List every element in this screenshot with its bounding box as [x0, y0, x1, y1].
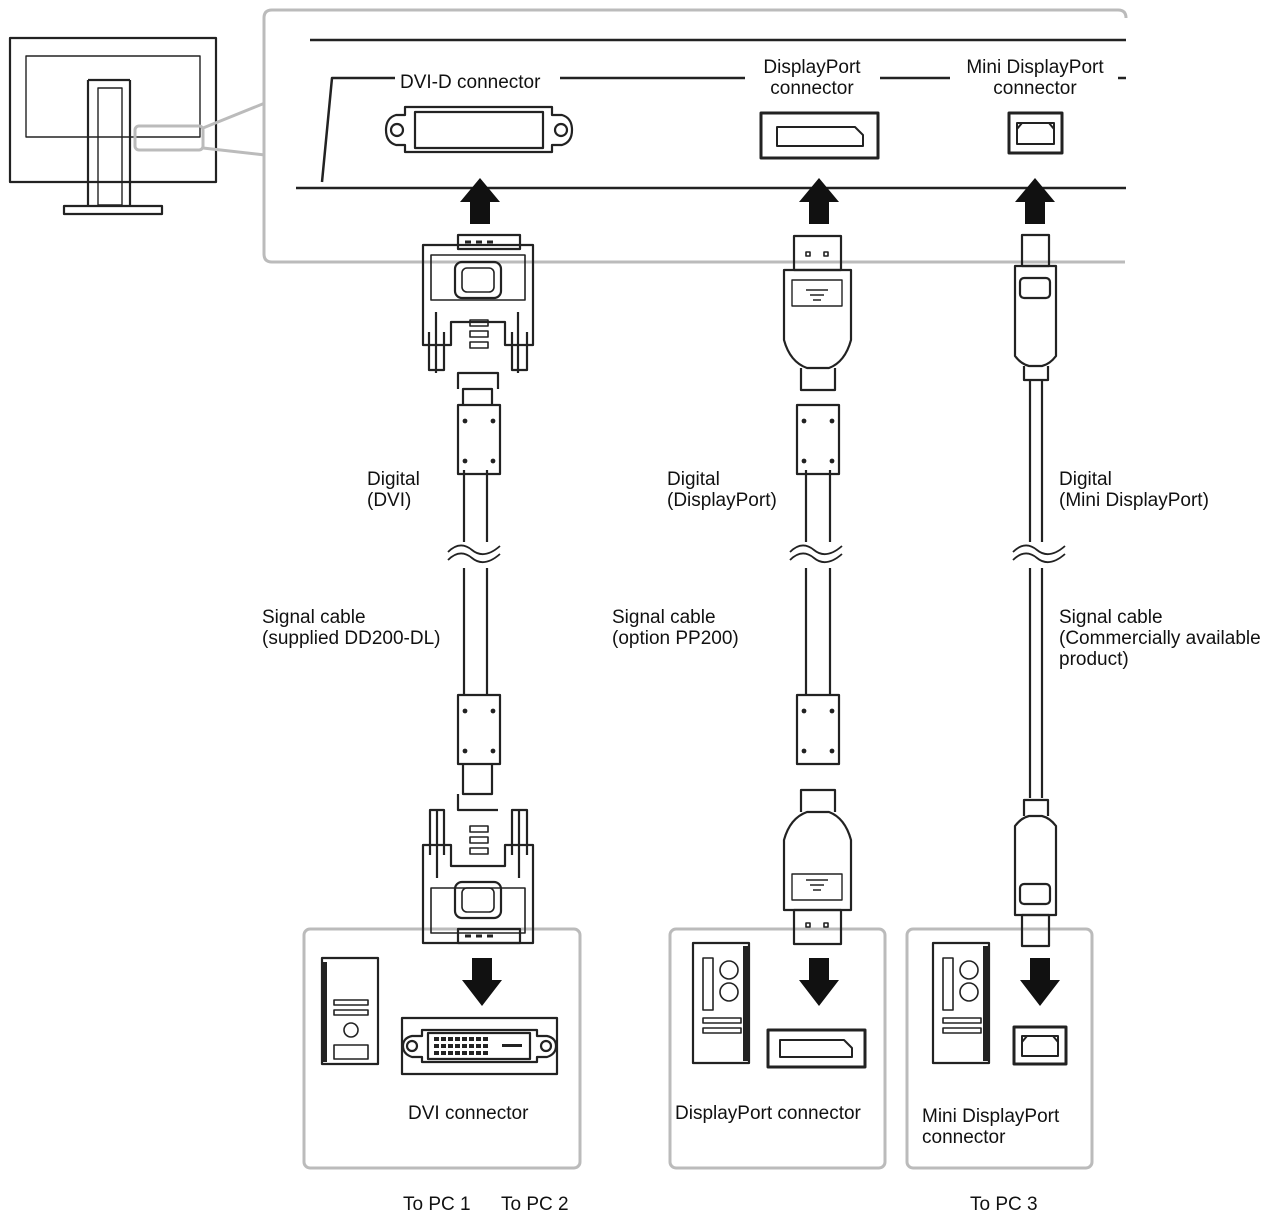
pc3-panel: [905, 927, 1094, 1170]
displayport-cable: [782, 234, 853, 946]
mini-displayport-port-icon: [1007, 111, 1064, 155]
displayport-cable-label: Signal cable(option PP200): [612, 607, 739, 649]
arrow-up-icon: [799, 178, 839, 224]
monitor-thumbnail-icon: [8, 36, 266, 216]
dvi-d-port-icon: [384, 105, 574, 154]
arrow-down-icon: [799, 958, 839, 1006]
displayport-signal-label: Digital(DisplayPort): [667, 469, 777, 511]
arrow-down-icon: [462, 958, 502, 1006]
dvi-d-connector-label: DVI-D connector: [400, 72, 541, 93]
arrow-down-icon: [1020, 958, 1060, 1006]
to-pc1-label: To PC 1: [403, 1194, 471, 1215]
to-pc3-label: To PC 3: [970, 1194, 1038, 1215]
dvi-cable: [421, 233, 535, 945]
mini-displayport-signal-label: Digital(Mini DisplayPort): [1059, 469, 1209, 511]
pc-displayport-connector-label: DisplayPort connector: [675, 1103, 861, 1124]
pc1-pc2-panel: [302, 927, 582, 1170]
dvi-signal-label: Digital(DVI): [367, 469, 420, 511]
pc-mini-displayport-port-icon: [1012, 1025, 1068, 1066]
displayport-port-icon: [759, 111, 880, 160]
arrow-up-icon: [460, 178, 500, 224]
arrow-up-icon: [1015, 178, 1055, 224]
pc-displayport-panel: [668, 927, 887, 1170]
pc-tower-icon: [931, 941, 991, 1065]
pc-displayport-port-icon: [766, 1028, 867, 1069]
monitor-rear-panel: [262, 8, 1128, 264]
dvi-cable-label: Signal cable(supplied DD200-DL): [262, 607, 441, 649]
pc-tower-icon: [320, 956, 380, 1066]
pc-dvi-connector-label: DVI connector: [408, 1103, 529, 1124]
mini-displayport-cable: [1012, 233, 1066, 948]
pc-dvi-port-icon: [400, 1016, 559, 1076]
pc-tower-icon: [691, 941, 751, 1065]
to-pc2-label: To PC 2: [501, 1194, 569, 1215]
